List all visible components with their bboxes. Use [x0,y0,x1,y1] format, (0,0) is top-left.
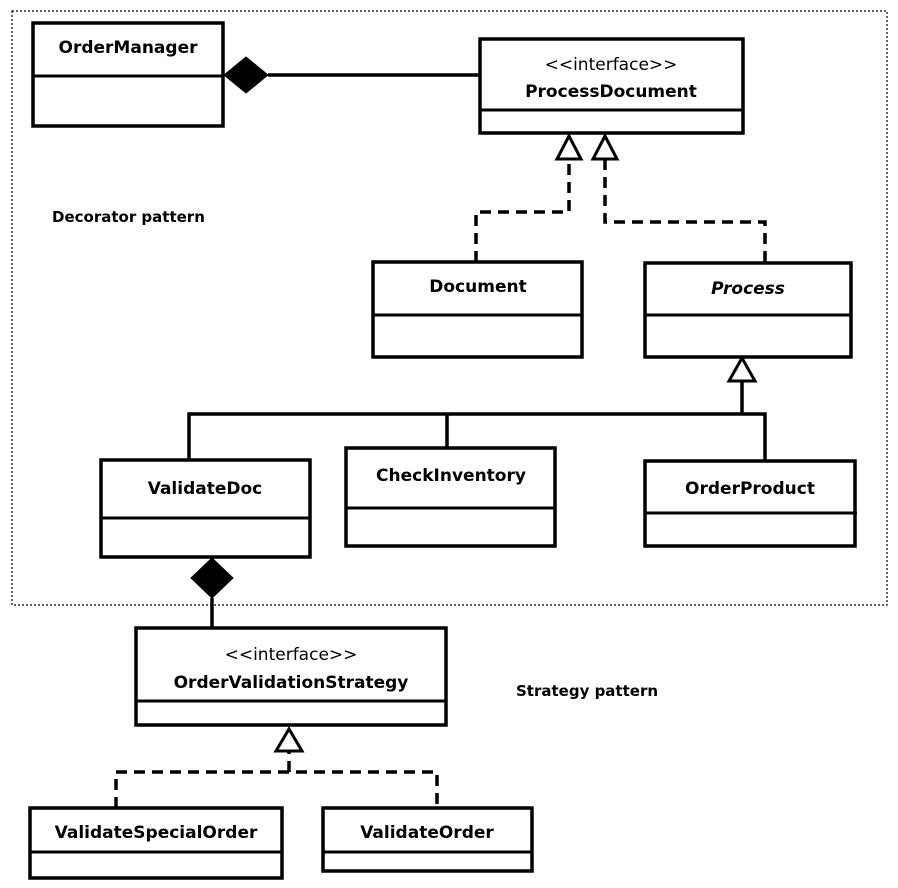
realization-bus-strategy [114,770,439,808]
class-orderproduct-name: OrderProduct [685,479,815,499]
class-validatespecialorder-name: ValidateSpecialOrder [55,823,258,843]
class-orderproduct: OrderProduct [643,459,857,548]
class-validatedoc: ValidateDoc [99,458,312,559]
composition-diamond-ordermanager [223,56,269,94]
class-validatedoc-name: ValidateDoc [148,479,263,499]
class-checkinventory-name: CheckInventory [376,466,526,486]
strategy-pattern-label: Strategy pattern [516,682,658,700]
class-processdocument-stereotype: <<interface>> [545,55,678,75]
class-processdocument: <<interface>> ProcessDocument [478,37,745,135]
decorator-pattern-label: Decorator pattern [52,208,205,226]
realization-line-process [603,160,767,262]
class-checkinventory: CheckInventory [344,446,557,548]
class-ordervalidationstrategy-stereotype: <<interface>> [225,645,358,665]
realization-arrow-document [554,132,584,161]
class-ordervalidationstrategy: <<interface>> OrderValidationStrategy [134,626,448,727]
class-process-name: Process [711,279,785,299]
class-ordermanager-name: OrderManager [59,38,199,58]
class-validateorder-name: ValidateOrder [360,823,494,843]
class-document: Document [371,260,584,359]
class-validateorder: ValidateOrder [321,806,534,873]
class-ordermanager: OrderManager [31,21,225,128]
generalization-bus [187,412,767,460]
class-processdocument-name: ProcessDocument [525,82,697,102]
class-process: Process [643,261,853,359]
class-ordervalidationstrategy-name: OrderValidationStrategy [174,673,409,693]
realization-line-document [474,160,571,262]
realization-arrow-process [590,132,620,161]
decorator-pattern-frame [11,10,888,606]
class-document-name: Document [429,277,526,297]
realization-arrow-strategy [273,726,305,753]
composition-diamond-validatedoc [190,557,234,599]
class-validatespecialorder: ValidateSpecialOrder [28,806,284,880]
generalization-arrow-process [726,354,758,383]
